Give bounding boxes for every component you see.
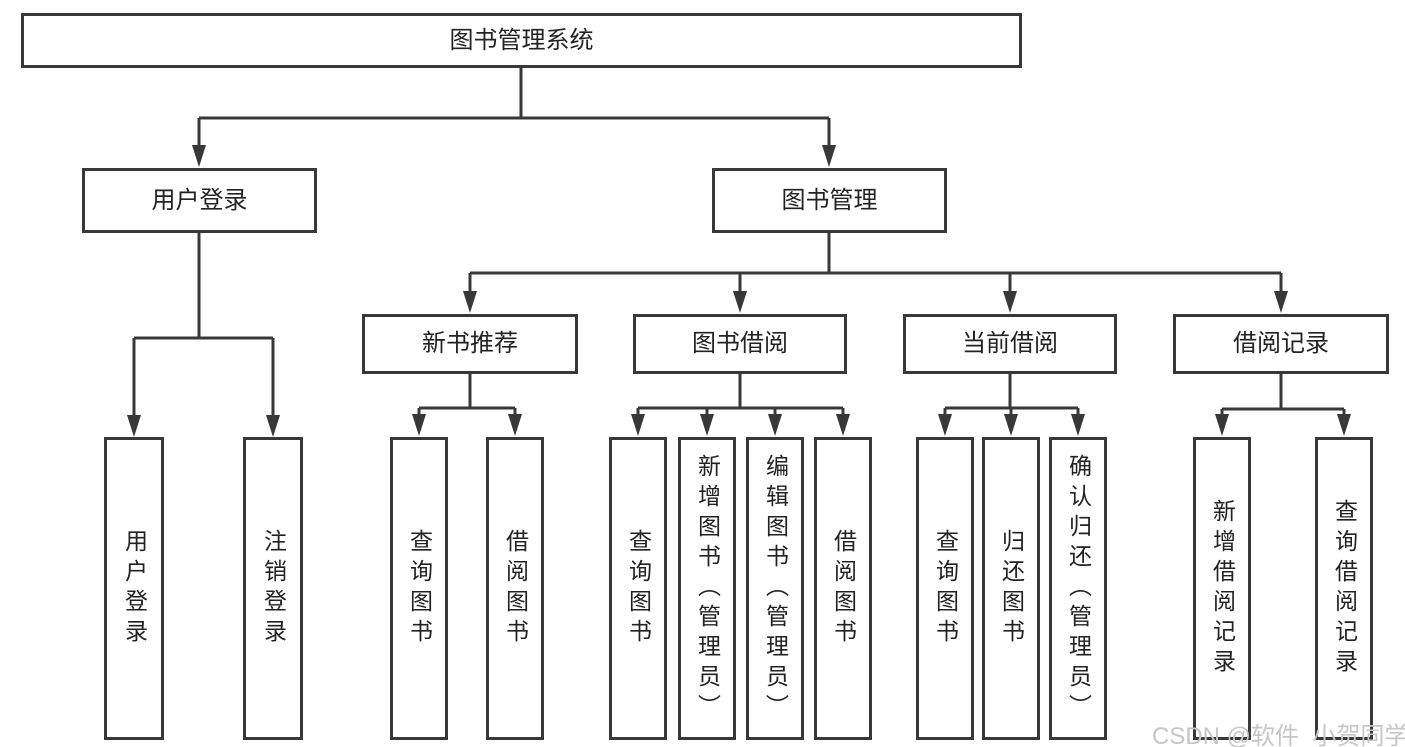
node-label: 编辑图书（管理员） xyxy=(762,453,789,724)
node-book-management: 图书管理 xyxy=(712,168,947,233)
node-label: 查询图书 xyxy=(625,528,652,649)
node-label: 借阅图书 xyxy=(830,528,857,649)
node-label: 图书管理系统 xyxy=(449,26,594,54)
node-label: 注销登录 xyxy=(260,528,287,649)
node-leaf-user-login: 用户登录 xyxy=(104,437,164,740)
node-leaf-borrow-books: 借阅图书 xyxy=(814,437,872,740)
node-leaf-logout: 注销登录 xyxy=(243,437,303,740)
node-label: 借阅记录 xyxy=(1233,330,1329,357)
node-label: 查询图书 xyxy=(406,528,433,649)
node-user-login: 用户登录 xyxy=(82,168,317,233)
node-leaf-borrow-books-recommend: 借阅图书 xyxy=(486,437,544,740)
node-book-borrowing: 图书借阅 xyxy=(633,314,847,374)
node-leaf-return-books: 归还图书 xyxy=(982,437,1040,740)
node-leaf-confirm-return-admin: 确认归还（管理员） xyxy=(1049,437,1107,740)
arrowheads xyxy=(127,145,1351,437)
node-leaf-query-books-recommend: 查询图书 xyxy=(390,437,448,740)
node-label: 用户登录 xyxy=(151,186,248,214)
node-borrowing-records: 借阅记录 xyxy=(1173,314,1389,374)
node-label: 确认归还（管理员） xyxy=(1065,453,1092,724)
watermark-text: CSDN @软件_小贺同学 xyxy=(1152,723,1405,747)
node-leaf-query-books-current: 查询图书 xyxy=(916,437,974,740)
node-leaf-query-books-borrow: 查询图书 xyxy=(609,437,667,740)
node-label: 归还图书 xyxy=(998,528,1025,649)
node-leaf-edit-books-admin: 编辑图书（管理员） xyxy=(746,437,804,740)
node-label: 新书推荐 xyxy=(422,330,518,357)
node-label: 查询借阅记录 xyxy=(1331,498,1358,679)
node-label: 查询图书 xyxy=(932,528,959,649)
node-label: 当前借阅 xyxy=(962,330,1058,357)
node-leaf-query-borrow-record: 查询借阅记录 xyxy=(1315,437,1373,740)
node-label: 用户登录 xyxy=(121,528,148,649)
node-label: 新增借阅记录 xyxy=(1209,498,1236,679)
node-new-book-recommendation: 新书推荐 xyxy=(362,314,578,374)
node-leaf-add-books-admin: 新增图书（管理员） xyxy=(678,437,736,740)
node-root: 图书管理系统 xyxy=(21,13,1022,68)
node-leaf-add-borrow-record: 新增借阅记录 xyxy=(1193,437,1251,740)
node-label: 图书管理 xyxy=(781,186,878,214)
node-label: 借阅图书 xyxy=(502,528,529,649)
node-label: 新增图书（管理员） xyxy=(694,453,721,724)
node-current-borrowing: 当前借阅 xyxy=(903,314,1117,374)
node-label: 图书借阅 xyxy=(692,330,788,357)
